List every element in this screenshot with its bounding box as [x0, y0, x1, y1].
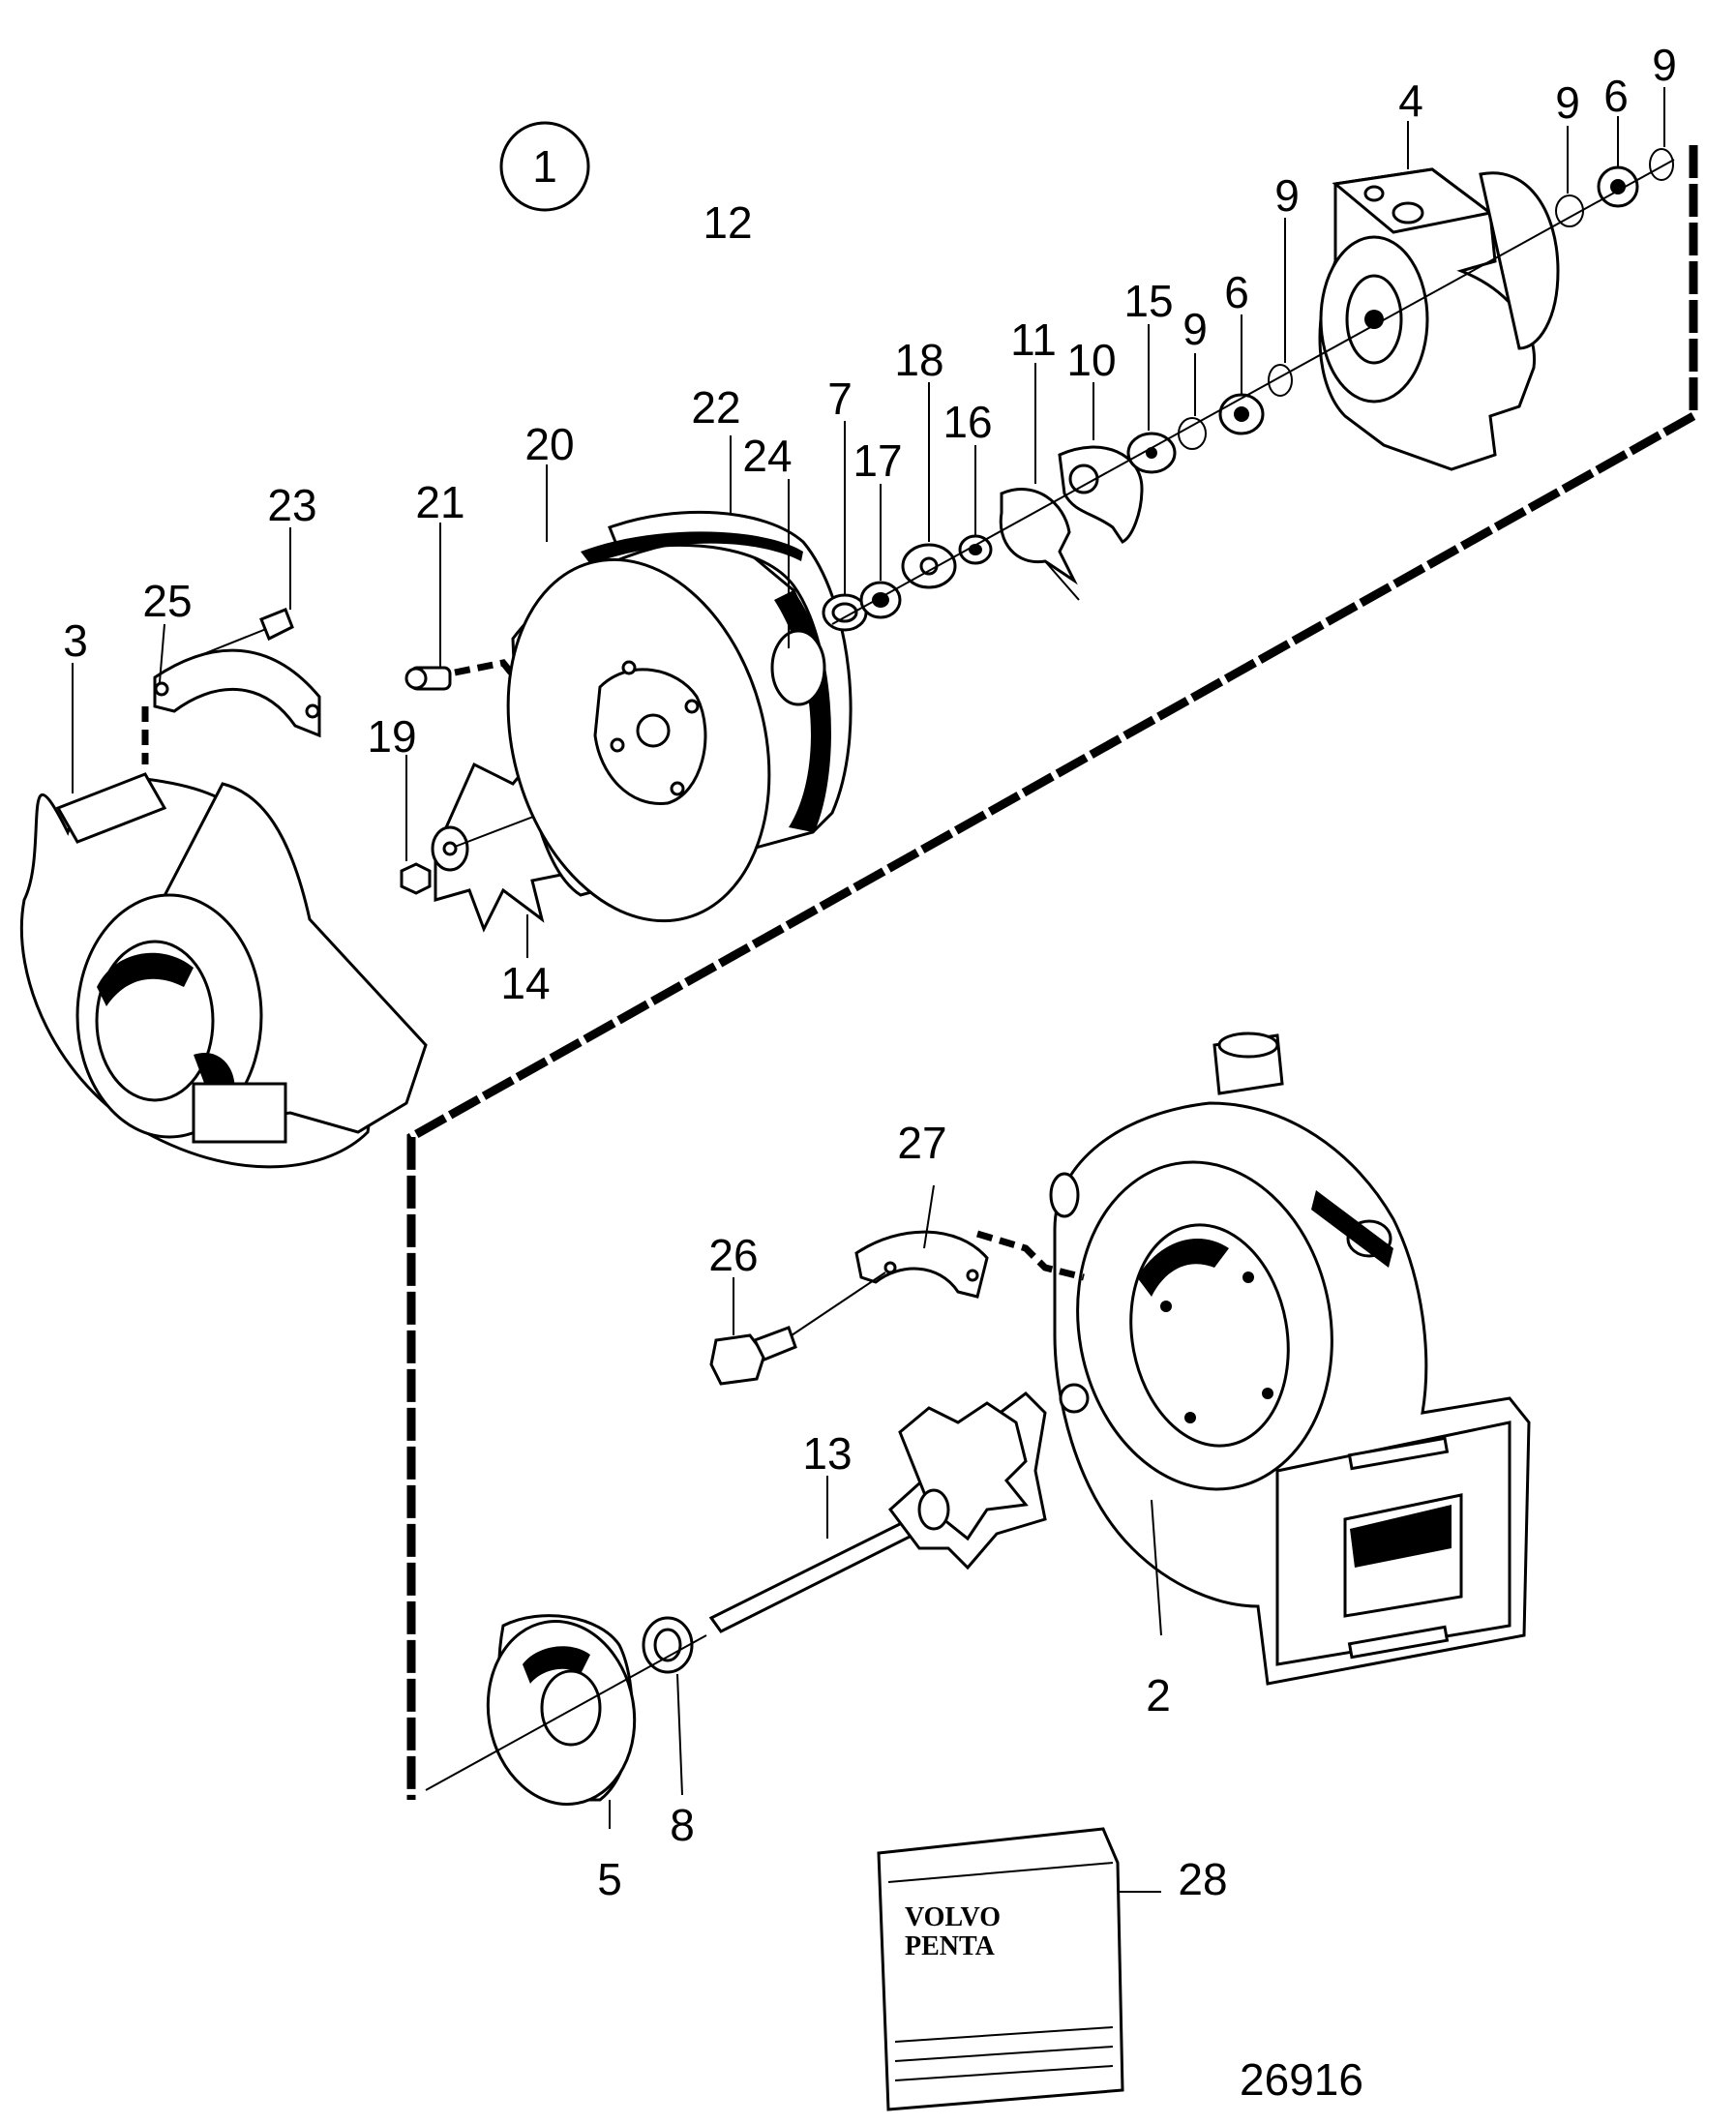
screw-part-23 — [193, 608, 294, 659]
part-label-9-d: 9 — [1652, 40, 1677, 90]
part-label-9-a: 9 — [1274, 170, 1300, 221]
part-label-9-c: 9 — [1555, 77, 1580, 128]
gasket-kit-part-28: VOLVO PENTA — [877, 1827, 1124, 2111]
group-reference: 1 — [499, 121, 590, 212]
bearing-plate-part-10 — [1058, 445, 1144, 544]
screw-part-26 — [709, 1326, 797, 1386]
part-label-13: 13 — [802, 1428, 852, 1479]
turbine-housing-part-2 — [1049, 1032, 1531, 1686]
part-label-17: 17 — [853, 435, 902, 486]
turbine-shaft-part-13 — [708, 1391, 1047, 1633]
part-label-5: 5 — [597, 1854, 622, 1904]
housing-part-22 — [581, 510, 853, 834]
part-label-8: 8 — [670, 1800, 695, 1850]
heat-shield-part-5 — [486, 1614, 637, 1806]
part-label-14: 14 — [500, 958, 550, 1008]
bearing-part-6-b — [1597, 165, 1639, 208]
part-label-19: 19 — [367, 711, 416, 762]
part-label-12: 12 — [703, 197, 752, 248]
compressor-housing-part-3 — [19, 772, 428, 1169]
part-label-4: 4 — [1398, 75, 1423, 126]
upper-axis-line — [831, 159, 1675, 625]
part-label-22: 22 — [691, 382, 740, 433]
assembly-boundary-line — [406, 145, 1698, 1800]
ring-part-7 — [822, 593, 868, 632]
part-label-6-b: 6 — [1603, 71, 1629, 121]
part-label-28: 28 — [1178, 1854, 1227, 1904]
bearing-part-6-a — [1218, 393, 1265, 435]
circlip-part-9-a — [1178, 417, 1207, 450]
washer-part-15 — [1126, 432, 1177, 474]
part-label-10: 10 — [1066, 335, 1116, 385]
part-label-2: 2 — [1146, 1670, 1171, 1720]
screw-axis-line-26 — [791, 1271, 886, 1336]
part-label-7: 7 — [827, 374, 853, 424]
drawing-number: 26916 — [1240, 2054, 1363, 2105]
part-label-26: 26 — [708, 1230, 758, 1280]
circlip-part-9-d — [1649, 148, 1674, 181]
thrust-collar-part-18 — [901, 543, 957, 589]
part-label-18: 18 — [894, 335, 943, 385]
part-label-15: 15 — [1123, 276, 1173, 326]
logo-line-1: VOLVO — [905, 1902, 1001, 1932]
lock-plate-part-27 — [854, 1230, 989, 1299]
part-label-27: 27 — [897, 1118, 946, 1168]
group-reference-number: 1 — [532, 141, 557, 192]
lock-plate-part-25 — [153, 648, 321, 738]
dashed-line-21 — [454, 659, 582, 701]
part-number-labels: 2 3 4 5 6 6 7 8 9 9 9 9 10 11 12 13 14 1… — [63, 40, 1677, 1904]
part-label-23: 23 — [267, 480, 316, 530]
leader-lines — [72, 87, 1665, 1893]
group-reference-circle — [499, 121, 590, 212]
screw-part-21 — [404, 666, 452, 691]
circlip-part-9-b — [1268, 364, 1293, 397]
ring-part-17 — [859, 581, 902, 619]
thrust-bearing-part-11 — [999, 488, 1080, 601]
part-label-24: 24 — [742, 431, 792, 481]
part-label-21: 21 — [415, 477, 464, 527]
part-label-11: 11 — [1010, 314, 1057, 365]
dashed-line-27 — [975, 1230, 1085, 1281]
sleeve-part-16 — [958, 534, 993, 565]
seal-plate-part-20 — [506, 538, 837, 923]
seal-ring-part-8 — [642, 1616, 694, 1674]
part-label-16: 16 — [943, 397, 992, 447]
bearing-housing-part-4 — [1318, 167, 1560, 471]
logo-line-2: PENTA — [905, 1931, 996, 1961]
part-label-9-b: 9 — [1182, 304, 1208, 354]
part-label-3: 3 — [63, 615, 88, 666]
part-label-25: 25 — [142, 576, 192, 626]
part-label-6-a: 6 — [1224, 267, 1249, 317]
part-label-20: 20 — [524, 419, 574, 469]
lower-axis-line — [425, 1634, 707, 1791]
nut-part-19 — [400, 862, 432, 895]
